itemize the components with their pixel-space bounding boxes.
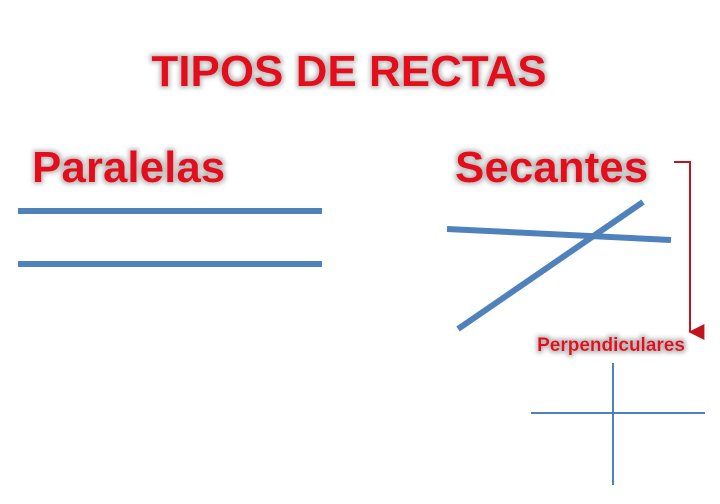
secantes-group: Secantes bbox=[446, 143, 672, 332]
diagram-title: TIPOS DE RECTAS bbox=[151, 47, 546, 96]
paralelas-label: Paralelas bbox=[32, 143, 225, 192]
secantes-to-perpendiculares-arrow bbox=[674, 161, 705, 340]
perpendiculares-label: Perpendiculares bbox=[537, 335, 685, 356]
secantes-label: Secantes bbox=[455, 143, 648, 192]
secant-line-steep bbox=[456, 199, 645, 332]
perpendiculares-group: Perpendiculares bbox=[531, 335, 705, 485]
paralelas-group: Paralelas bbox=[18, 143, 322, 267]
secant-line-shallow bbox=[446, 226, 672, 243]
